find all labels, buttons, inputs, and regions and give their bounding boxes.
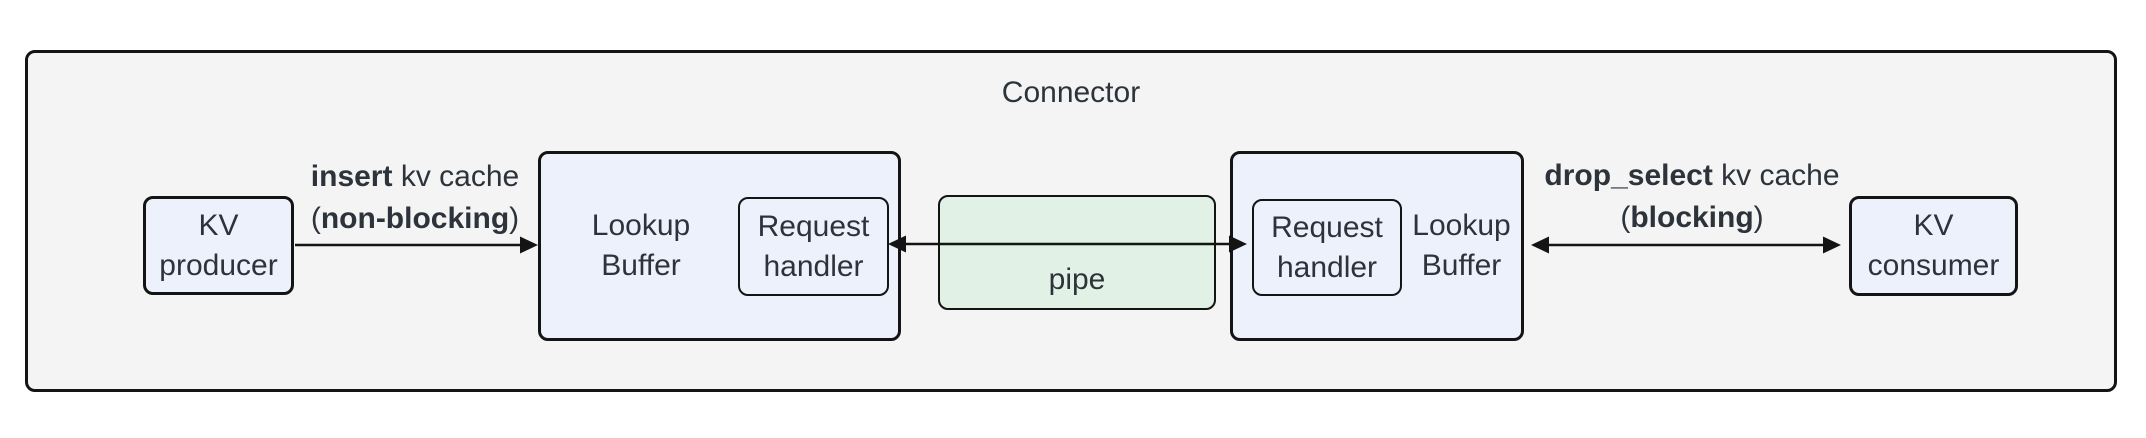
connector-title: Connector bbox=[1001, 76, 1141, 109]
kv-producer-label: KV producer bbox=[159, 208, 278, 282]
kv-consumer-node: KV consumer bbox=[1849, 196, 2018, 296]
lookup-buffer-left-label: Lookup Buffer bbox=[591, 209, 691, 282]
insert-edge-label-line1: insert kv cache bbox=[310, 160, 520, 193]
lookup-buffer-right-label: Lookup Buffer bbox=[1412, 209, 1511, 282]
lookup-buffer-right-label-area: Lookup Buffer bbox=[1402, 154, 1521, 338]
pipe-label: pipe bbox=[1048, 263, 1106, 296]
drop-select-edge-label-line2: (blocking) bbox=[1620, 201, 1764, 234]
lookup-buffer-left-label-area: Lookup Buffer bbox=[541, 154, 741, 338]
lookup-buffer-left-node: Lookup Buffer Request handler bbox=[538, 151, 901, 341]
request-handler-right-label: Request handler bbox=[1271, 210, 1383, 284]
drop-select-edge-label: drop_select kv cache (blocking) bbox=[1532, 155, 1852, 239]
request-handler-left-label: Request handler bbox=[757, 209, 870, 283]
kv-producer-node: KV producer bbox=[143, 196, 294, 295]
kv-consumer-label: KV consumer bbox=[1867, 209, 2000, 282]
insert-edge-label: insert kv cache (non-blocking) bbox=[255, 156, 575, 240]
pipe-node: pipe bbox=[938, 195, 1216, 310]
insert-edge-label-line2: (non-blocking) bbox=[310, 202, 520, 235]
request-handler-left-node: Request handler bbox=[738, 197, 889, 296]
lookup-buffer-right-node: Request handler Lookup Buffer bbox=[1230, 151, 1524, 341]
drop-select-edge-label-line1: drop_select kv cache bbox=[1544, 159, 1840, 192]
request-handler-right-node: Request handler bbox=[1252, 199, 1402, 296]
